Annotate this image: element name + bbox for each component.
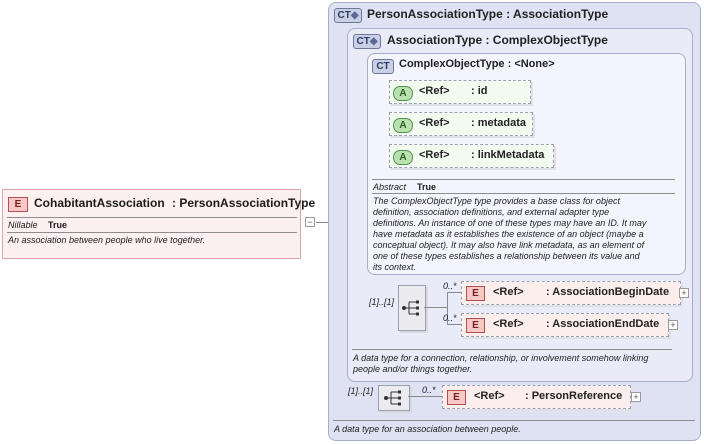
main-element-type: : PersonAssociationType (172, 196, 316, 210)
nillable-value: True (48, 220, 68, 230)
connector-seq-1 (447, 292, 461, 293)
element-name: : AssociationEndDate (546, 318, 660, 330)
element-badge: E (447, 390, 466, 405)
attribute-id[interactable]: A <Ref> : id (389, 80, 531, 104)
inner-type-doc: The ComplexObjectType type provides a ba… (373, 196, 647, 272)
element-person-reference[interactable]: E <Ref> : PersonReference (442, 385, 631, 409)
divider (352, 349, 672, 350)
attribute-badge: A (393, 150, 413, 165)
divider (372, 193, 675, 194)
element-association-begin-date[interactable]: E <Ref> : AssociationBeginDate (461, 281, 681, 305)
sequence-glyph-icon (402, 300, 419, 316)
element-association-end-date[interactable]: E <Ref> : AssociationEndDate (461, 313, 669, 337)
main-element-box[interactable]: E CohabitantAssociation : PersonAssociat… (2, 189, 315, 259)
element-name: : AssociationBeginDate (546, 286, 670, 298)
main-element-doc: An association between people who live t… (8, 235, 206, 245)
element-badge: E (466, 318, 485, 333)
sequence-compositor-icon[interactable] (398, 285, 426, 331)
abstract-value: True (417, 182, 437, 192)
connector-person (408, 396, 442, 397)
element-ref: <Ref> (474, 390, 505, 402)
expand-expander[interactable]: + (631, 392, 641, 402)
expand-expander[interactable]: + (679, 288, 689, 298)
attribute-badge: A (393, 86, 413, 101)
expand-expander[interactable]: + (668, 320, 678, 330)
inner-type-title: ComplexObjectType : <None> (399, 58, 555, 70)
attribute-ref: <Ref> (419, 117, 450, 129)
sequence-glyph-icon (384, 390, 401, 406)
divider (7, 217, 297, 218)
element-occurrence: 0..* (443, 281, 457, 291)
ct-plus-badge-icon: CT◆ (334, 8, 362, 23)
collapse-expander[interactable]: − (305, 217, 315, 227)
attribute-linkmetadata[interactable]: A <Ref> : linkMetadata (389, 144, 554, 168)
connector-seq-2 (447, 324, 461, 325)
outer-type-doc: A data type for an association between p… (334, 424, 521, 434)
attribute-name: : linkMetadata (471, 149, 545, 161)
divider (372, 179, 675, 180)
abstract-label: Abstract (373, 182, 407, 192)
nillable-label: Nillable (8, 220, 38, 230)
attribute-badge: A (393, 118, 413, 133)
sequence-occurrence: [1]..[1] (369, 297, 395, 307)
connector-main (316, 222, 330, 223)
element-ref: <Ref> (493, 286, 524, 298)
attribute-ref: <Ref> (419, 149, 450, 161)
outer-type-title: PersonAssociationType : AssociationType (367, 7, 609, 21)
main-element-name: CohabitantAssociation (34, 196, 165, 210)
connector-seq-trunk (424, 307, 447, 308)
element-occurrence: 0..* (422, 385, 436, 395)
ct-plus-badge-icon: CT◆ (353, 34, 381, 49)
attribute-name: : id (471, 85, 488, 97)
ct-badge-icon: CT (372, 59, 394, 74)
divider (7, 232, 297, 233)
mid-type-title: AssociationType : ComplexObjectType (387, 33, 608, 47)
sequence-occurrence: [1]..[1] (348, 386, 374, 396)
element-occurrence: 0..* (443, 313, 457, 323)
element-badge: E (466, 286, 485, 301)
connector-seq-vertical (447, 292, 448, 324)
element-ref: <Ref> (493, 318, 524, 330)
mid-type-doc: A data type for a connection, relationsh… (353, 353, 649, 374)
element-name: : PersonReference (525, 390, 623, 402)
divider (333, 420, 695, 421)
attribute-name: : metadata (471, 117, 527, 129)
element-badge: E (8, 197, 28, 212)
attribute-ref: <Ref> (419, 85, 450, 97)
sequence-compositor-icon[interactable] (378, 385, 410, 411)
main-element-title: CohabitantAssociation : PersonAssociatio… (34, 196, 315, 210)
attribute-metadata[interactable]: A <Ref> : metadata (389, 112, 533, 136)
